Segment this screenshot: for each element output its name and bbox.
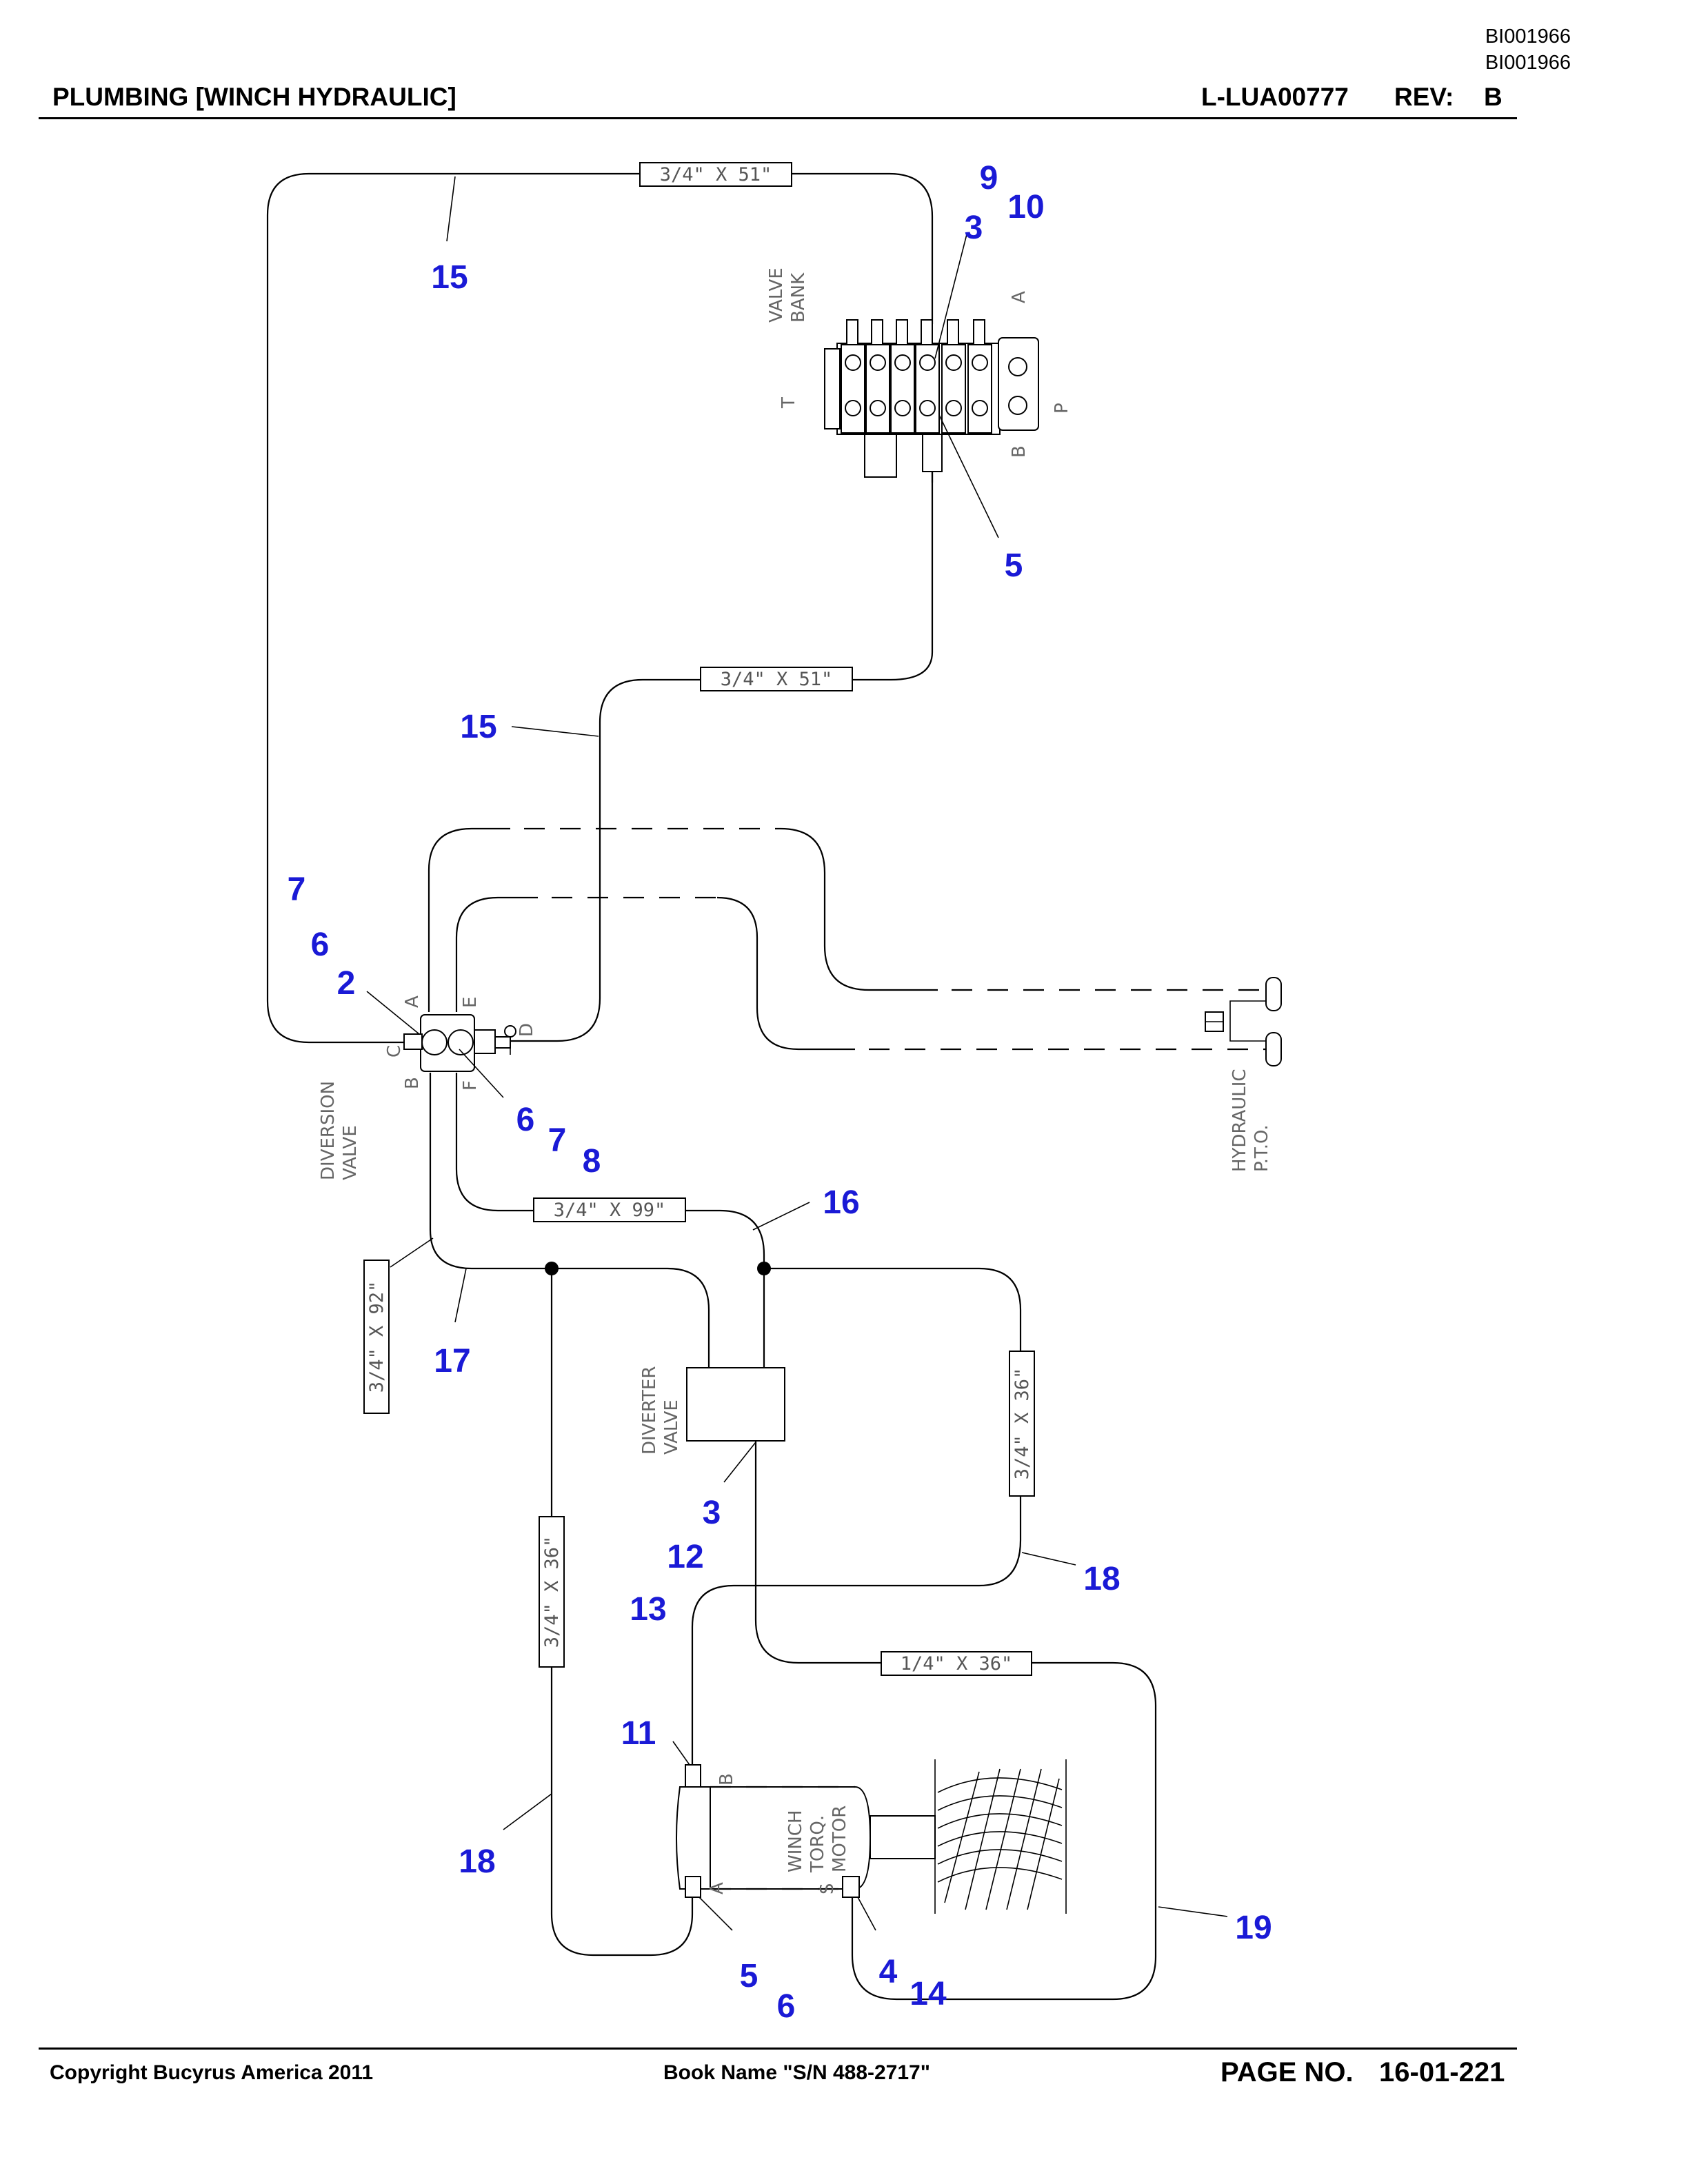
callout-16: 16	[823, 1184, 859, 1221]
hose-17	[429, 1073, 552, 1270]
callout-7b: 7	[548, 1122, 567, 1159]
callout-6b: 6	[516, 1102, 535, 1138]
callout-3b: 3	[703, 1495, 721, 1531]
port-dv-a: A	[402, 995, 423, 1008]
port-dv-e: E	[460, 997, 481, 1008]
hose-label-7: 1/4" X 36"	[881, 1651, 1032, 1676]
callout-7a: 7	[288, 871, 306, 908]
pto-hose-outer-2	[780, 827, 938, 991]
callout-4: 4	[879, 1954, 898, 1990]
winch-motor-component	[676, 1759, 1067, 1914]
pto-label-1: HYDRAULIC	[1229, 1069, 1250, 1172]
valve-bank-label-2: BANK	[788, 272, 809, 323]
junction-dot-left	[545, 1262, 559, 1275]
diversion-valve-component	[403, 1014, 516, 1072]
copyright: Copyright Bucyrus America 2011	[50, 2061, 374, 2084]
hose-label-5: 3/4" X 36"	[1009, 1351, 1035, 1497]
pto-hose-outer	[428, 827, 510, 1012]
pto-hose-inner-2	[716, 896, 855, 1051]
revision-value: B	[1484, 83, 1503, 111]
valve-bank-sections	[841, 319, 1027, 434]
hose-19	[754, 1441, 1157, 2001]
svg-text:3/4" X 36": 3/4" X 36"	[1012, 1368, 1033, 1480]
svg-text:3/4" X 36": 3/4" X 36"	[541, 1536, 563, 1648]
valve-bank-label-1: VALVE	[766, 267, 787, 323]
hose-label-4: 3/4" X 92"	[363, 1260, 390, 1414]
winch-motor-label-3: MOTOR	[830, 1806, 850, 1872]
junction-dot-right	[757, 1262, 771, 1275]
port-wm-a: A	[707, 1882, 727, 1894]
page-title: PLUMBING [WINCH HYDRAULIC]	[52, 83, 456, 111]
callout-6c: 6	[777, 1988, 796, 2025]
hose-18-left	[550, 1268, 694, 1957]
svg-text:3/4" X 92": 3/4" X 92"	[366, 1281, 388, 1393]
winch-drum-coils	[937, 1768, 1063, 1910]
callout-15b: 15	[460, 709, 496, 745]
callout-15a: 15	[431, 259, 468, 296]
winch-motor-label-1: WINCH	[785, 1810, 806, 1872]
hose-label-6: 3/4" X 36"	[539, 1516, 565, 1668]
hose-15-top	[266, 172, 934, 1044]
callout-18b: 18	[459, 1843, 495, 1880]
hose-18-right	[691, 1267, 1022, 1765]
diversion-valve-label-1: DIVERSION	[318, 1081, 339, 1180]
callout-19: 19	[1235, 1910, 1272, 1946]
callout-5a: 5	[1005, 547, 1023, 584]
callout-10: 10	[1007, 189, 1044, 225]
svg-text:3/4" X 99": 3/4" X 99"	[554, 1200, 666, 1221]
svg-text:3/4" X 51": 3/4" X 51"	[721, 669, 833, 690]
diversion-valve-label-2: VALVE	[340, 1125, 361, 1180]
page-number-value: 16-01-221	[1379, 2057, 1505, 2087]
hose-label-1: 3/4" X 51"	[639, 162, 792, 187]
pto-label-2: P.T.O.	[1252, 1124, 1272, 1172]
page-number-label: PAGE NO.	[1220, 2057, 1354, 2087]
callout-8: 8	[583, 1143, 601, 1180]
drawing-number: L-LUA00777	[1201, 83, 1349, 111]
port-dv-c: C	[384, 1045, 405, 1058]
callout-2: 2	[337, 965, 356, 1002]
pto-hose-inner	[455, 896, 538, 1012]
revision-label: REV:	[1394, 83, 1454, 111]
callout-11: 11	[621, 1715, 656, 1752]
valve-bank-component	[824, 319, 1039, 478]
diverter-valve-label-1: DIVERTER	[639, 1366, 660, 1455]
document-id-1: BI001966	[1485, 26, 1571, 48]
callout-14: 14	[910, 1976, 947, 2012]
port-vb-p: P	[1052, 403, 1072, 414]
port-vb-b: B	[1009, 445, 1029, 458]
callout-12: 12	[667, 1539, 703, 1575]
callout-18a: 18	[1083, 1561, 1120, 1597]
callout-5b: 5	[740, 1958, 758, 1994]
port-dv-d: D	[516, 1023, 537, 1037]
callout-17: 17	[434, 1343, 470, 1379]
hose-label-2: 3/4" X 51"	[700, 667, 853, 691]
callout-6a: 6	[311, 927, 330, 963]
callout-3a: 3	[965, 210, 983, 246]
hydraulic-pto-component	[1205, 977, 1282, 1066]
callout-9: 9	[980, 160, 998, 196]
port-vb-t: T	[778, 397, 799, 409]
diverter-valve-label-2: VALVE	[661, 1399, 682, 1455]
port-dv-b: B	[402, 1077, 423, 1089]
svg-text:1/4" X 36": 1/4" X 36"	[901, 1653, 1013, 1675]
hose-label-3: 3/4" X 99"	[533, 1197, 686, 1222]
port-wm-s: S	[817, 1883, 838, 1894]
leader-lines	[366, 176, 1228, 1931]
winch-motor-label-2: TORQ.	[807, 1815, 828, 1873]
diverter-valve-component	[686, 1367, 785, 1442]
footer-rule	[39, 2048, 1517, 2050]
hose-15-lower	[510, 469, 934, 1042]
tee-line	[552, 1267, 710, 1368]
header-rule	[39, 117, 1517, 119]
port-dv-f: F	[460, 1080, 481, 1091]
callout-13: 13	[630, 1591, 666, 1628]
port-wm-b: B	[716, 1773, 737, 1786]
svg-text:3/4" X 51": 3/4" X 51"	[660, 164, 772, 185]
port-vb-a: A	[1009, 291, 1029, 303]
book-name: Book Name "S/N 488-2717"	[663, 2061, 930, 2084]
document-id-2: BI001966	[1485, 52, 1571, 74]
